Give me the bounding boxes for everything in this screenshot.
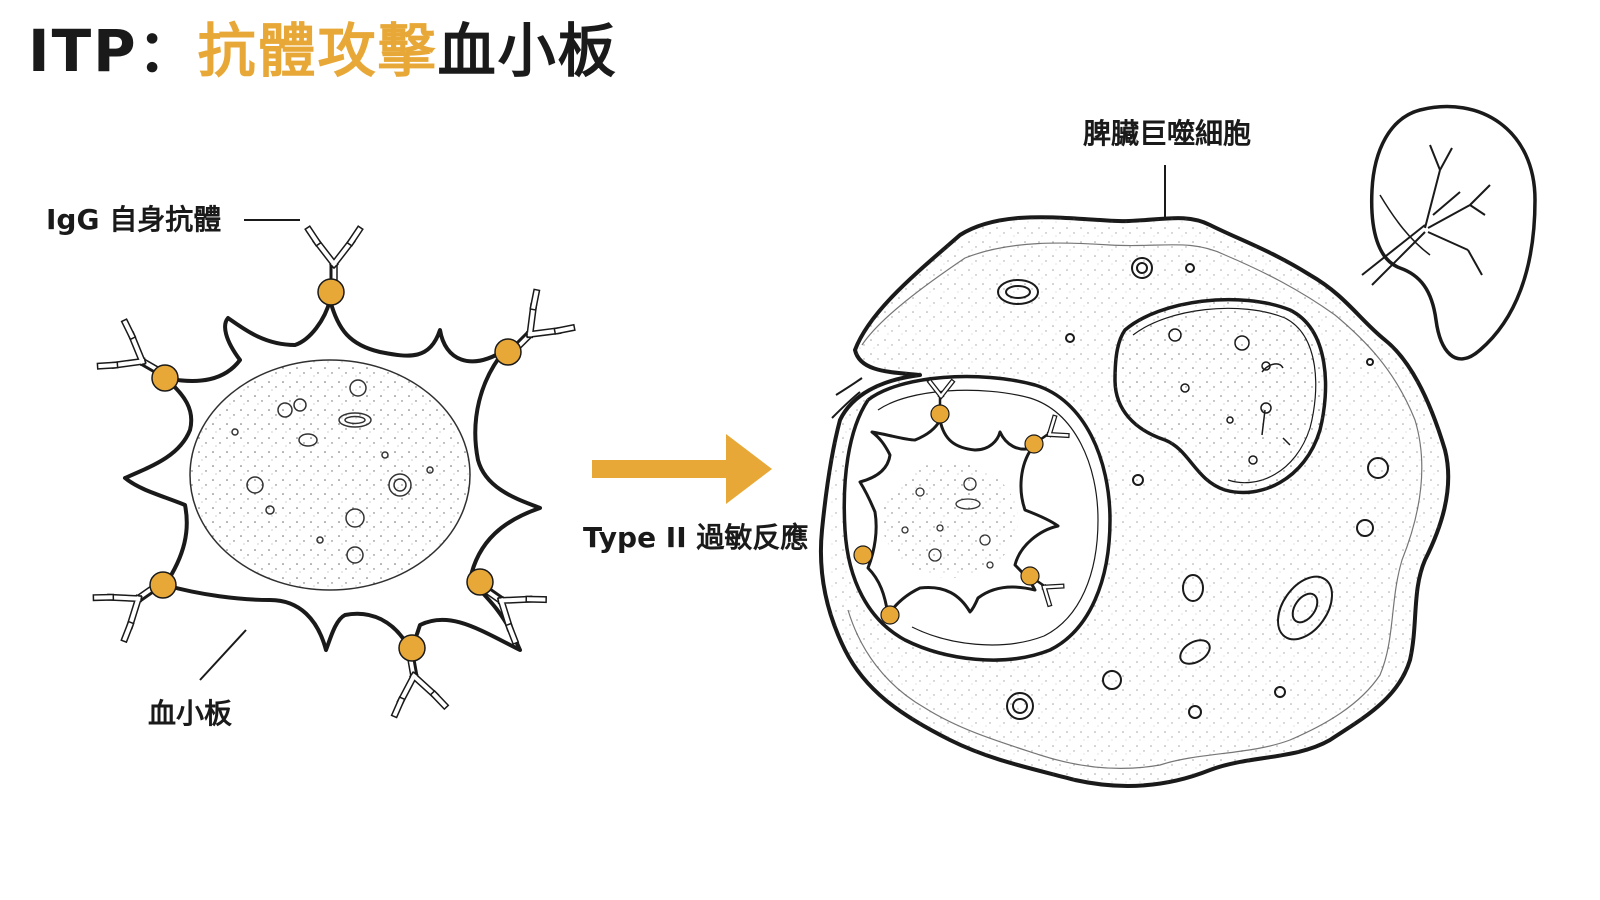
platelet-antibodies (96, 230, 571, 714)
platelet-cell (123, 298, 542, 652)
reaction-arrow (592, 434, 772, 504)
engulfed-antibodies (853, 382, 1067, 625)
title-prefix: ITP： (28, 17, 198, 85)
platelet-leader-line (199, 629, 247, 681)
platelet-label: 血小板 (148, 697, 233, 730)
antibody-label: IgG 自身抗體 (46, 203, 222, 236)
spleen (1361, 104, 1537, 361)
reaction-label: Type II 過敏反應 (583, 521, 809, 554)
page-title: ITP：抗體攻擊血小板 (28, 22, 618, 80)
title-suffix: 血小板 (437, 17, 618, 85)
macrophage-cell (818, 215, 1451, 788)
title-highlight: 抗體攻擊 (197, 17, 438, 85)
macrophage-label: 脾臟巨噬細胞 (1083, 117, 1252, 150)
